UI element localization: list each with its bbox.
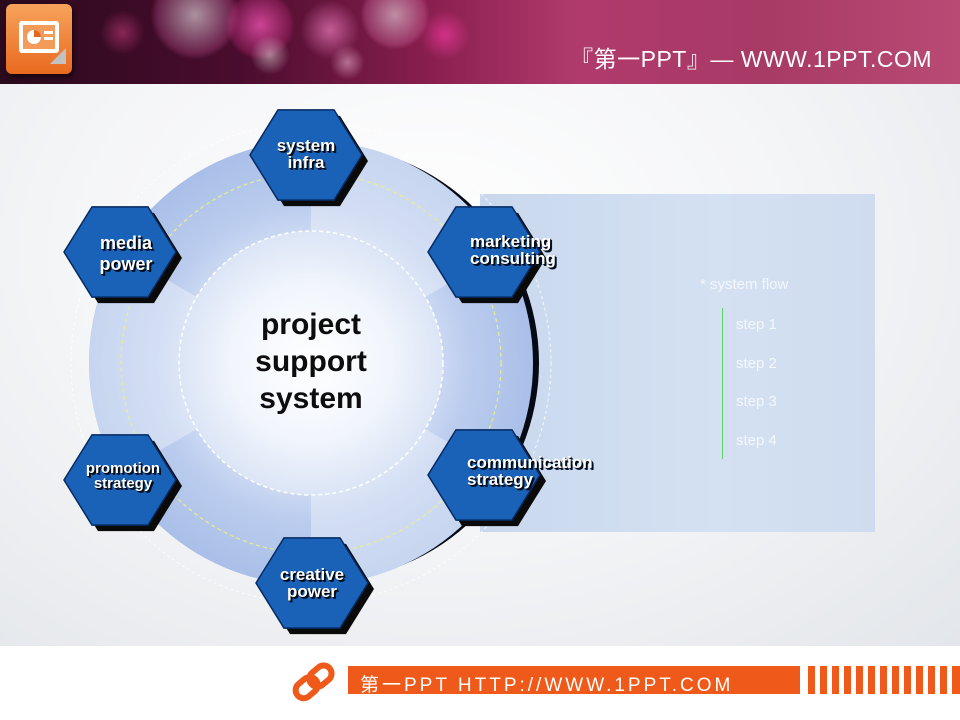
center-line-2: support <box>255 345 367 378</box>
footer-stripe <box>868 666 875 694</box>
node-system-infra[interactable]: system infra <box>246 137 366 171</box>
footer-stripe <box>928 666 935 694</box>
footer-stripe <box>844 666 851 694</box>
flow-step-3: step 3 <box>736 393 777 410</box>
node-label-line: media <box>99 233 153 253</box>
footer-stripe <box>892 666 899 694</box>
footer-stripe <box>832 666 839 694</box>
footer-stripe <box>808 666 815 694</box>
node-marketing-consulting[interactable]: marketing consulting <box>436 233 616 267</box>
footer-stripe <box>880 666 887 694</box>
hexagon-media-power[interactable] <box>63 206 182 304</box>
footer-stripe <box>904 666 911 694</box>
hexagon-promotion-strategy[interactable] <box>63 434 182 532</box>
flow-step-1: step 1 <box>736 316 777 333</box>
footer-stripe <box>916 666 923 694</box>
footer-bar <box>348 666 800 694</box>
node-promotion-strategy[interactable]: promotion strategy <box>62 461 184 491</box>
node-label-line: power <box>99 253 153 274</box>
outer-dashed-ring <box>120 172 502 554</box>
hexagon-shape <box>427 429 541 521</box>
node-label-line: promotion <box>85 460 161 477</box>
flow-title: * system flow <box>700 276 789 293</box>
link-icon <box>292 662 335 702</box>
node-label-line: strategy <box>93 475 153 492</box>
inner-disc <box>179 231 443 495</box>
node-label-line: marketing <box>470 232 552 251</box>
inner-dashed-ring <box>178 230 444 496</box>
node-label-line: power <box>286 582 338 601</box>
node-label-line: system <box>276 136 336 155</box>
flow-panel <box>480 194 875 532</box>
center-line-3: system <box>259 382 363 415</box>
footer-stripe <box>952 666 960 694</box>
node-creative-power[interactable]: creative power <box>252 566 372 600</box>
flow-step-2: step 2 <box>736 355 777 372</box>
footer-stripe <box>820 666 827 694</box>
hexagon-shape <box>63 206 177 298</box>
hexagon-creative-power[interactable] <box>255 537 374 635</box>
node-label-line: consulting <box>470 249 556 268</box>
header-banner: 『第一PPT』— WWW.1PPT.COM <box>0 0 960 84</box>
brand-title: 『第一PPT』— WWW.1PPT.COM <box>570 46 932 72</box>
hexagon-shape <box>427 206 541 298</box>
node-label-line: communication <box>467 453 593 472</box>
presentation-icon <box>6 4 72 74</box>
hexagon-shape <box>249 109 363 201</box>
footer-stripe <box>940 666 947 694</box>
node-communication-strategy[interactable]: communication strategy <box>434 454 644 488</box>
center-line-1: project <box>260 308 362 341</box>
node-media-power[interactable]: media power <box>66 233 186 274</box>
center-title: project support system <box>200 306 422 417</box>
node-label-line: strategy <box>467 470 534 489</box>
footer-url[interactable]: 第一PPT HTTP://WWW.1PPT.COM <box>360 675 734 696</box>
flow-line <box>722 308 723 459</box>
hexagon-system-infra[interactable] <box>249 109 368 207</box>
hexagon-shape <box>63 434 177 526</box>
hexagon-marketing-consulting[interactable] <box>427 206 546 304</box>
footer-stripe <box>856 666 863 694</box>
flow-step-4: step 4 <box>736 432 777 449</box>
hexagon-shape <box>255 537 369 629</box>
hexagon-communication-strategy[interactable] <box>427 429 546 527</box>
node-label-line: creative <box>279 565 345 584</box>
node-label-line: infra <box>287 153 325 172</box>
